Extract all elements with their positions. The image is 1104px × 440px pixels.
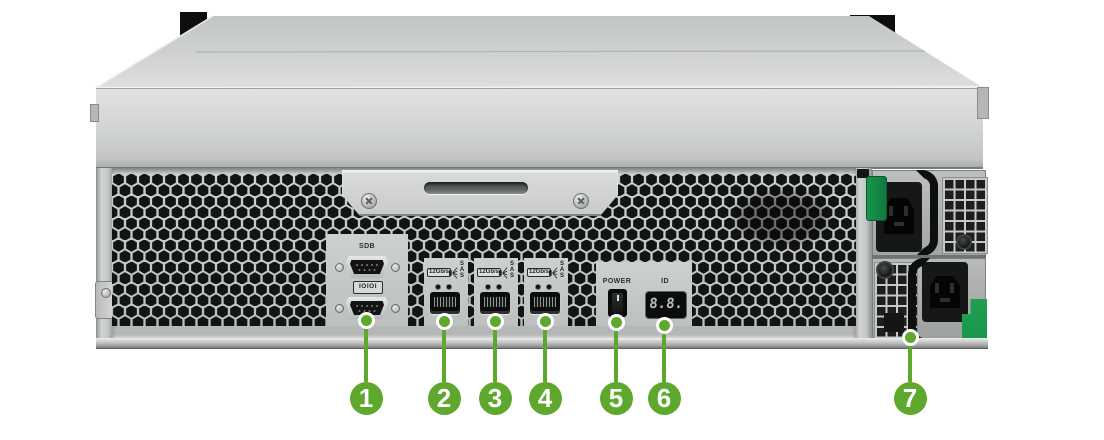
sdb-serial-port xyxy=(346,256,388,278)
callout-6: 6 xyxy=(647,381,681,415)
callout-number: 3 xyxy=(487,382,503,413)
callout-dot xyxy=(607,313,625,331)
sas-led xyxy=(486,285,490,289)
callout-stem xyxy=(543,321,547,382)
callout-number: 7 xyxy=(902,382,918,413)
console-port-label: IOIOI xyxy=(353,281,383,294)
sas-name-label: SAS xyxy=(459,261,465,279)
ac-inlet-c14 xyxy=(930,276,960,308)
callout-dot xyxy=(486,312,504,330)
sas-contacts xyxy=(434,297,456,307)
psu-connector-block xyxy=(884,313,904,332)
sas-port-group-3: 12Gb/s SAS xyxy=(527,261,565,287)
power-rocker xyxy=(612,293,623,313)
ac-pin xyxy=(935,283,939,293)
ac-pin xyxy=(889,206,893,216)
sas-speed-label: 12Gb/s xyxy=(477,268,502,277)
jack-screw-icon xyxy=(391,304,400,313)
sas-port-connector xyxy=(480,292,510,314)
ac-pin xyxy=(894,222,904,226)
ac-pin xyxy=(904,206,908,216)
philips-screw-icon xyxy=(361,193,377,209)
callout-number: 6 xyxy=(656,382,672,413)
db9-pins xyxy=(356,305,358,307)
db9-inner xyxy=(350,301,384,315)
sas-port-connector xyxy=(430,292,460,314)
sas-led xyxy=(436,285,440,289)
callout-stem xyxy=(908,337,912,382)
ac-pin xyxy=(940,298,950,302)
callout-stem xyxy=(364,320,368,382)
callout-number: 1 xyxy=(358,382,374,413)
callout-number: 4 xyxy=(537,382,553,413)
callout-dot xyxy=(536,312,554,330)
jack-screw-icon xyxy=(335,304,344,313)
callout-2: 2 xyxy=(427,381,461,415)
chassis-upper-band xyxy=(96,88,983,169)
sas-name-label: SAS xyxy=(559,261,565,279)
plate-handle-slot xyxy=(424,182,528,194)
sas-lanes-icon xyxy=(549,267,558,279)
ac-inlet-c14 xyxy=(884,198,914,234)
psu-indicator-led xyxy=(956,234,972,250)
callout-7: 7 xyxy=(893,381,927,415)
psu-round-connector xyxy=(876,261,894,279)
jack-screw-icon xyxy=(335,263,344,272)
philips-screw-icon xyxy=(573,193,589,209)
sas-led xyxy=(536,285,540,289)
right-rail-slot xyxy=(857,169,869,178)
sas-speed-label: 12Gb/s xyxy=(427,268,452,277)
sas-lanes-icon xyxy=(449,267,458,279)
ac-pin xyxy=(950,283,954,293)
sas-contacts xyxy=(534,297,556,307)
power-switch xyxy=(608,289,627,317)
sas-led xyxy=(497,285,501,289)
sas-port-group-1: 12Gb/s SAS xyxy=(427,261,465,287)
callout-dot xyxy=(901,328,919,346)
db9-inner xyxy=(350,260,384,274)
callout-dot xyxy=(357,311,375,329)
power-label: POWER xyxy=(602,278,632,285)
jack-screw-icon xyxy=(391,263,400,272)
console-serial-port xyxy=(346,297,388,319)
sas-contacts xyxy=(484,297,506,307)
callout-stem xyxy=(614,322,618,382)
sas-led xyxy=(547,285,551,289)
sas-name-label: SAS xyxy=(509,261,515,279)
cable-retention-strap xyxy=(916,170,938,256)
sas-port-connector xyxy=(530,292,560,314)
callout-dot xyxy=(435,312,453,330)
right-flange xyxy=(977,87,989,119)
callout-number: 2 xyxy=(436,382,452,413)
sas-lanes-icon xyxy=(499,267,508,279)
db9-pins xyxy=(356,264,358,266)
id-display-digits: 8.8. xyxy=(648,296,684,312)
callout-1: 1 xyxy=(349,381,383,415)
callout-number: 5 xyxy=(608,382,624,413)
left-flange xyxy=(90,104,99,122)
psu-divider xyxy=(872,255,986,258)
psu-release-latch xyxy=(866,176,887,221)
power-on-mark xyxy=(616,295,619,301)
id-label: ID xyxy=(661,278,669,285)
sdb-label: SDB xyxy=(359,243,375,250)
chassis-top-face xyxy=(95,15,983,89)
chassis-bottom-rail xyxy=(96,338,988,349)
sas-port-group-2: 12Gb/s SAS xyxy=(477,261,515,287)
callout-stem xyxy=(442,321,446,382)
latch-screw-icon xyxy=(101,288,111,298)
callout-3: 3 xyxy=(478,381,512,415)
sas-speed-label: 12Gb/s xyxy=(527,268,552,277)
id-display: 8.8. xyxy=(645,291,687,319)
callout-stem xyxy=(493,321,497,382)
callout-stem xyxy=(662,325,666,382)
callout-4: 4 xyxy=(528,381,562,415)
callout-dot xyxy=(655,316,673,334)
sas-led xyxy=(447,285,451,289)
callout-5: 5 xyxy=(599,381,633,415)
